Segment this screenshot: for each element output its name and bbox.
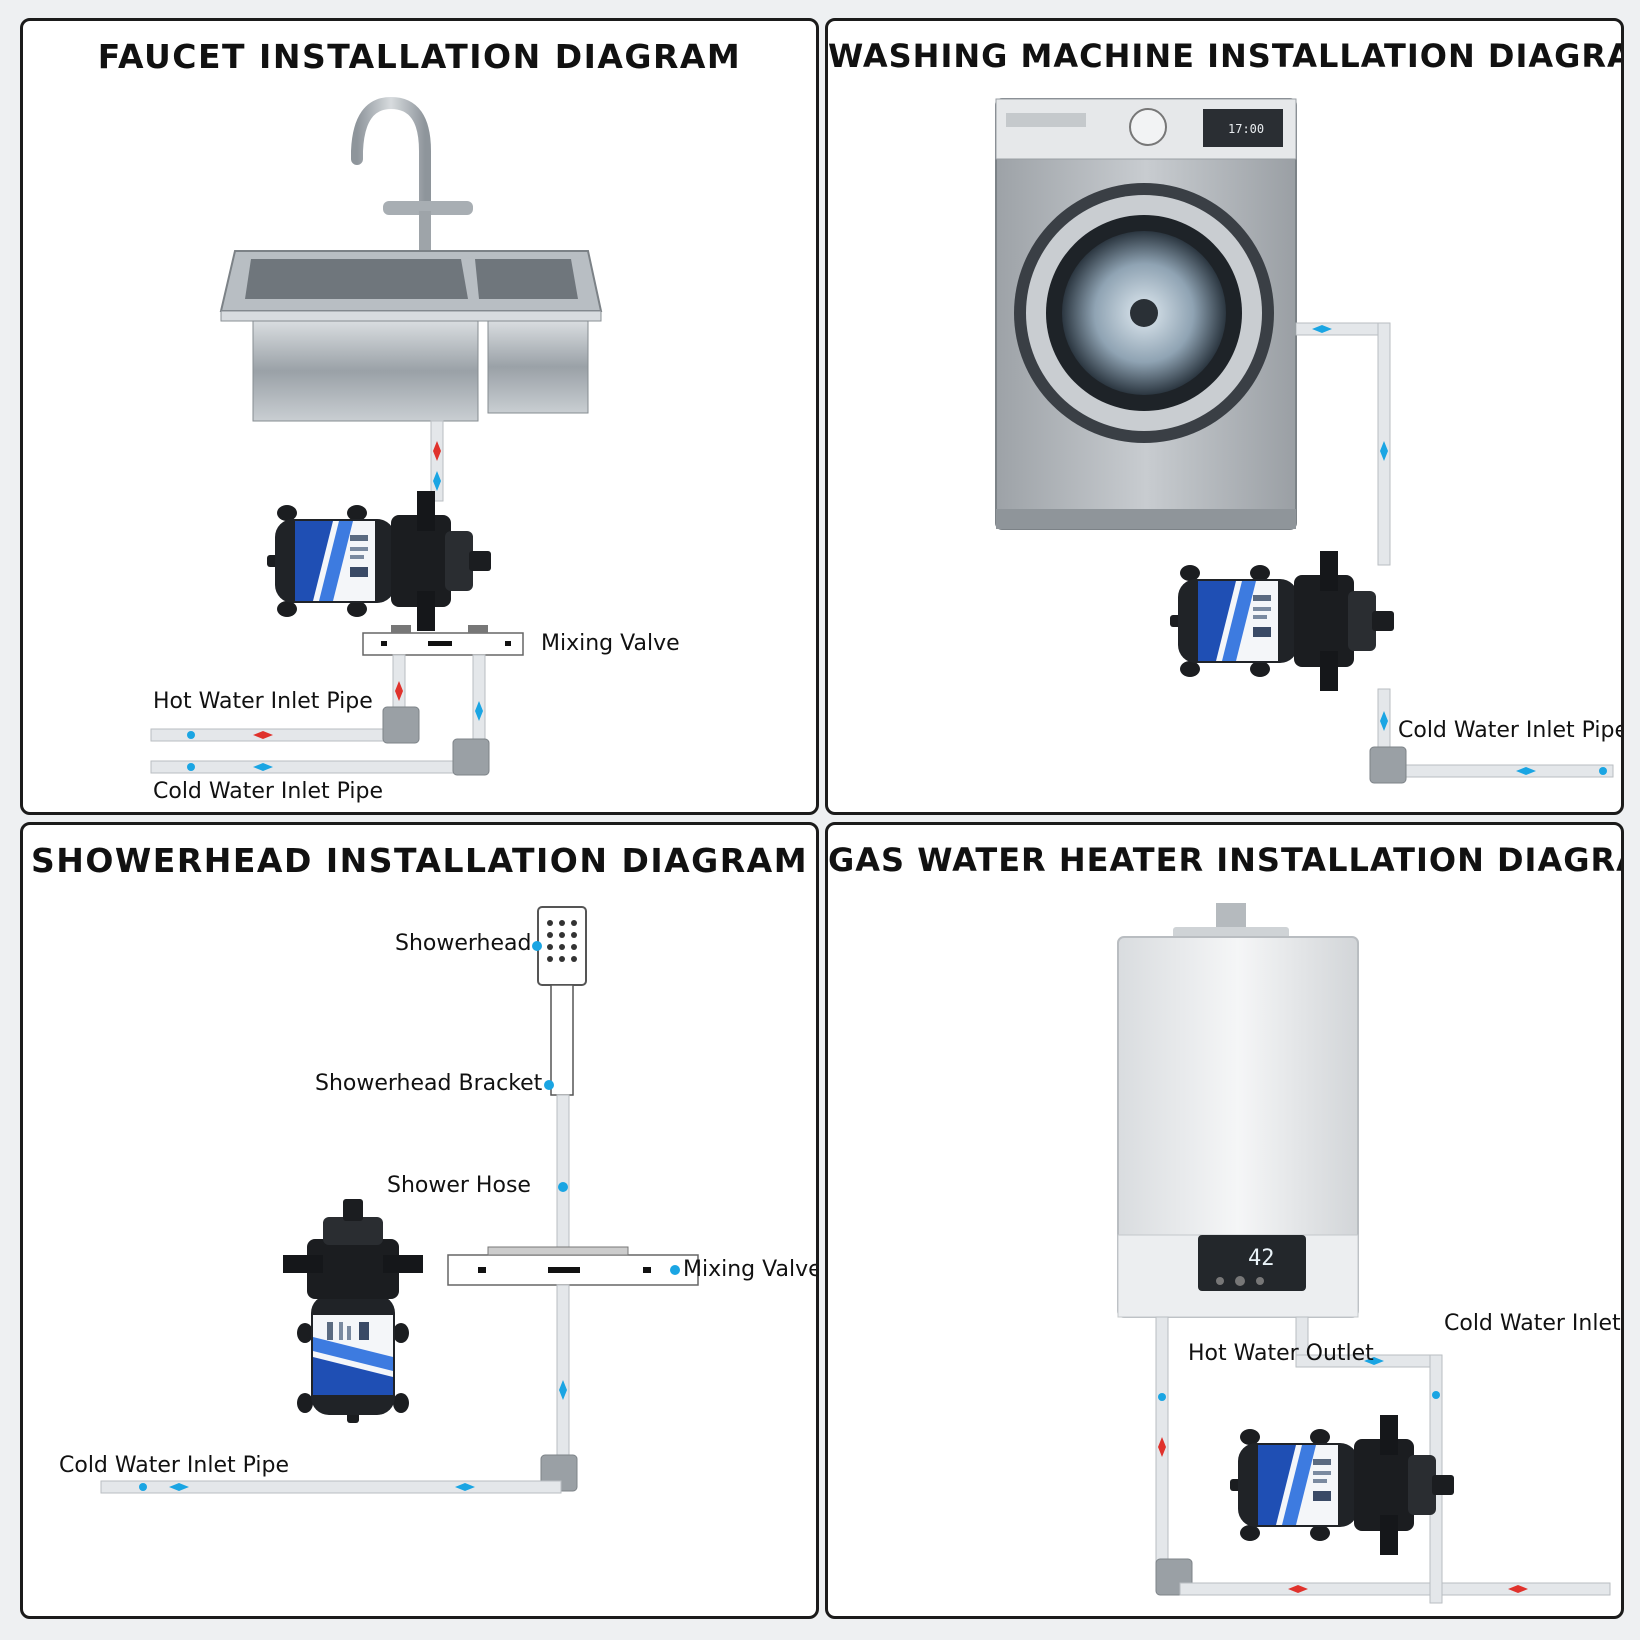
gas-water-heater-icon: 42 (1117, 903, 1359, 1318)
water-pump-icon (1230, 1415, 1454, 1555)
shower-bracket-label: Showerhead Bracket (315, 1071, 543, 1096)
washer-cold-inlet-label: Cold Water Inlet Pipe (1398, 718, 1624, 743)
mixing-valve-icon (447, 1246, 699, 1286)
sink-icon (219, 250, 603, 422)
washer-panel: WASHING MACHINE INSTALLATION DIAGRAM 17:… (825, 18, 1624, 815)
shower-showerhead-label: Showerhead (395, 931, 532, 956)
faucet-panel-title: FAUCET INSTALLATION DIAGRAM (97, 37, 742, 76)
water-pump-icon (1170, 551, 1394, 691)
washer-display: 17:00 (1228, 122, 1264, 136)
shower-hose-label: Shower Hose (387, 1173, 531, 1198)
water-pump-icon (267, 491, 491, 631)
faucet-diagram (150, 96, 603, 776)
faucet-mixing-valve-label: Mixing Valve (541, 631, 680, 656)
washing-machine-icon: 17:00 (995, 98, 1297, 530)
washer-panel-title: WASHING MACHINE INSTALLATION DIAGRAM (828, 37, 1624, 75)
heater-cold-inlet-label: Cold Water Inlet (1444, 1311, 1621, 1336)
shower-diagram (100, 906, 699, 1494)
showerhead-icon (537, 906, 587, 1096)
shower-mixing-valve-label: Mixing Valve (683, 1257, 819, 1282)
heater-panel: GAS WATER HEATER INSTALLATION DIAGRAM 42… (825, 822, 1624, 1619)
water-pump-icon (283, 1199, 423, 1423)
washer-diagram: 17:00 (995, 98, 1614, 784)
faucet-hot-inlet-label: Hot Water Inlet Pipe (153, 689, 373, 714)
shower-panel: SHOWERHEAD INSTALLATION DIAGRAM (20, 822, 819, 1619)
shower-cold-inlet-label: Cold Water Inlet Pipe (59, 1453, 290, 1478)
faucet-icon (351, 96, 473, 255)
heater-diagram: 42 (1117, 903, 1611, 1604)
heater-display: 42 (1248, 1246, 1275, 1271)
faucet-panel: FAUCET INSTALLATION DIAGRAM (20, 18, 819, 815)
mixing-valve-icon (362, 625, 524, 656)
heater-hot-outlet-label: Hot Water Outlet (1188, 1341, 1374, 1366)
shower-panel-title: SHOWERHEAD INSTALLATION DIAGRAM (30, 841, 809, 880)
heater-panel-title: GAS WATER HEATER INSTALLATION DIAGRAM (828, 841, 1624, 879)
faucet-cold-inlet-label: Cold Water Inlet Pipe (153, 779, 384, 804)
